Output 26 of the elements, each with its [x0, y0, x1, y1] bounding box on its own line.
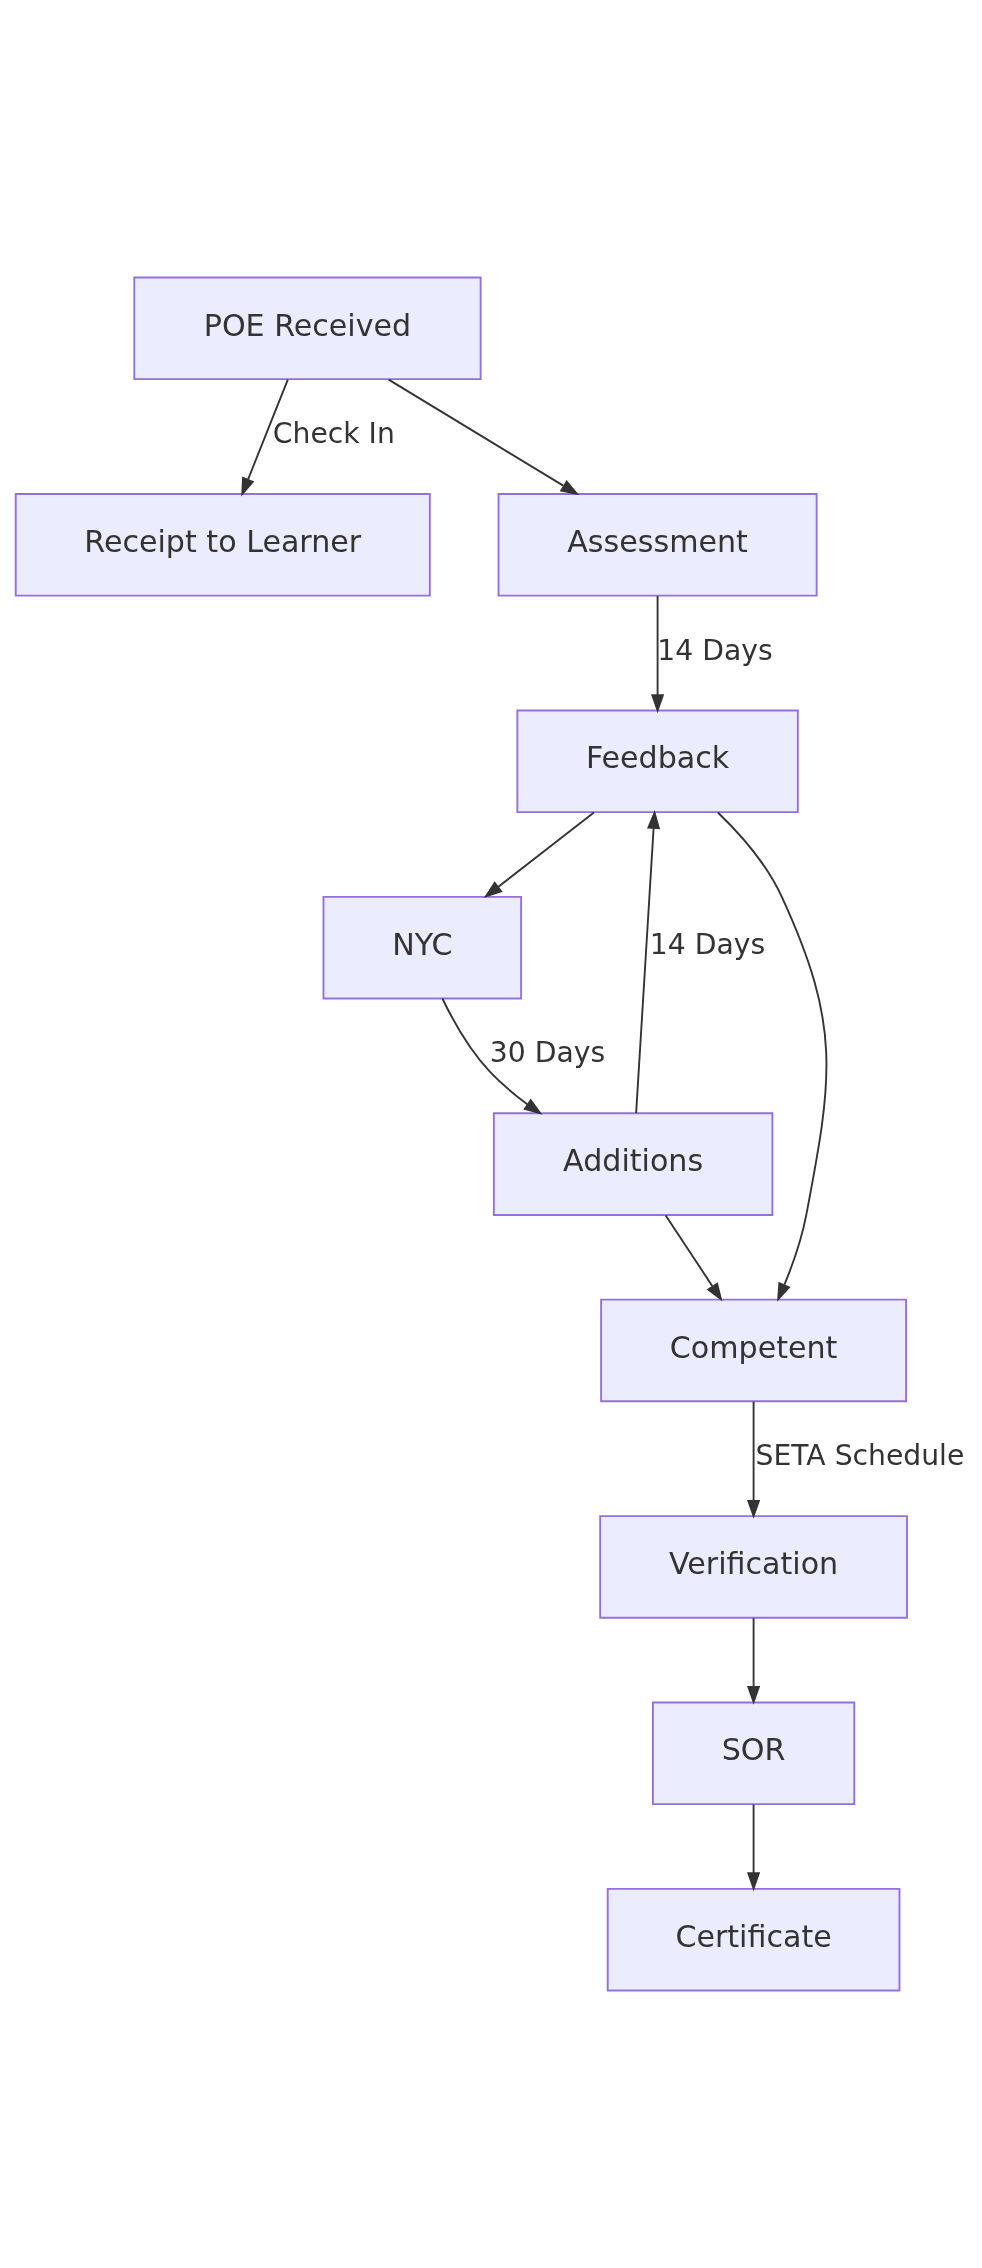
arrow [441, 997, 543, 1115]
node-box: Feedback [516, 709, 799, 814]
edge-label: 14 Days [649, 928, 766, 962]
node-box: Verification [599, 1515, 908, 1619]
arrow [664, 1214, 723, 1302]
edge-label: Check In [272, 417, 395, 451]
arrow [747, 1803, 761, 1892]
node-box: Receipt to Learner [14, 493, 431, 597]
edge-label: SETA Schedule [755, 1439, 965, 1473]
arrow [241, 378, 289, 497]
edge-label: 14 Days [657, 633, 773, 667]
arrow [716, 811, 828, 1302]
arrow [747, 1400, 761, 1519]
arrow [747, 1617, 761, 1705]
node-box: NYC [322, 895, 523, 1000]
node-box: Additions [492, 1112, 774, 1216]
node-box: SOR [651, 1701, 856, 1806]
arrow [635, 810, 661, 1115]
arrow [387, 378, 580, 496]
node-box: Certificate [606, 1887, 901, 1992]
edge-label: 30 Days [489, 1036, 606, 1070]
node-box: Assessment [497, 493, 818, 597]
arrow [651, 595, 665, 714]
arrow [483, 811, 595, 899]
node-box: Competent [600, 1298, 907, 1403]
node-box: POE Received [133, 276, 482, 381]
